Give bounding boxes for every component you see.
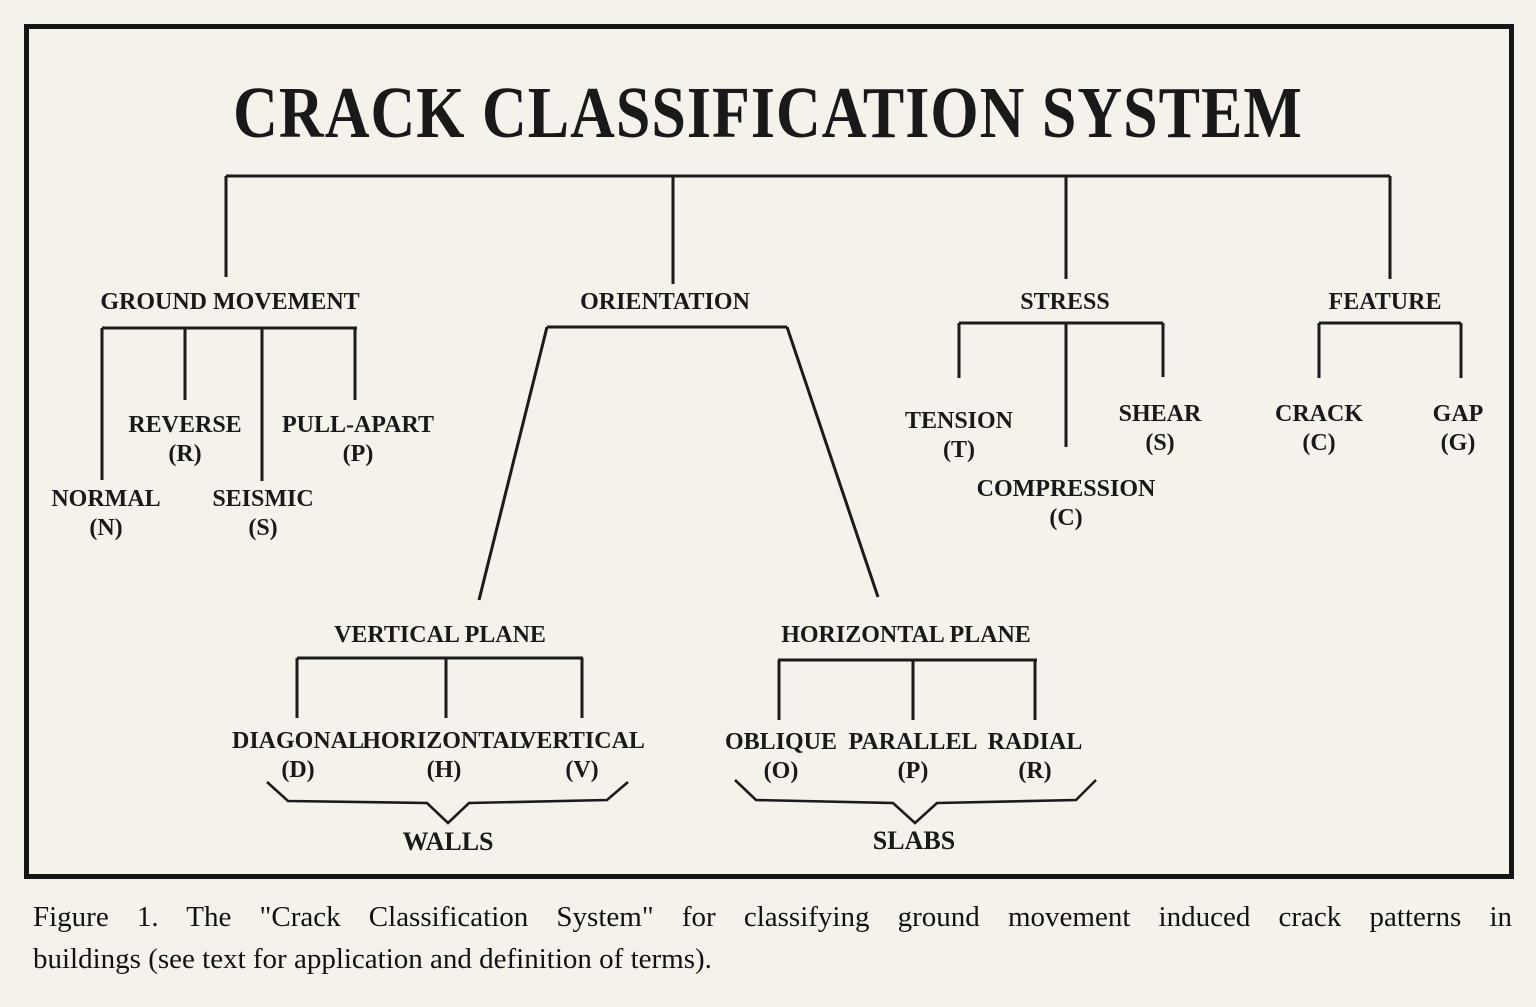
group-label-walls: WALLS (402, 827, 494, 856)
node-code: (S) (248, 515, 278, 541)
node-code: (G) (1440, 430, 1476, 456)
node-label: REVERSE (128, 412, 242, 438)
node-label: RADIAL (987, 729, 1083, 755)
node-code: (R) (1018, 758, 1052, 784)
plane-label-horizontal: HORIZONTAL PLANE (781, 622, 1031, 648)
node-label: GAP (1432, 401, 1484, 427)
node-code: (H) (426, 757, 462, 783)
node-horizontal: HORIZONTAL (H) (362, 728, 526, 784)
node-gap: GAP (G) (1433, 401, 1484, 457)
group-label-slabs: SLABS (872, 826, 956, 855)
node-label: DIAGONAL (231, 728, 365, 754)
node-label: VERTICAL (519, 728, 645, 754)
node-reverse: REVERSE (R) (128, 412, 241, 468)
node-label: HORIZONTAL (362, 728, 526, 754)
node-label: SEISMIC (212, 486, 314, 512)
figure-title: CRACK CLASSIFICATION SYSTEM (233, 73, 1303, 154)
node-code: (V) (565, 757, 599, 783)
caption-line-1: Figure 1. The "Crack Classification Syst… (33, 901, 1512, 933)
node-code: (P) (897, 758, 929, 784)
node-code: (D) (281, 757, 315, 783)
figure-caption: Figure 1. The "Crack Classification Syst… (33, 896, 1512, 980)
node-label: SHEAR (1118, 401, 1202, 427)
node-code: (C) (1049, 505, 1083, 531)
node-code: (O) (763, 758, 799, 784)
node-label: COMPRESSION (976, 476, 1156, 502)
figure-border (24, 24, 1514, 879)
caption-line-2: buildings (see text for application and … (33, 943, 712, 975)
node-crack: CRACK (C) (1275, 401, 1363, 457)
node-code: (N) (89, 515, 123, 541)
node-label: OBLIQUE (724, 729, 838, 755)
node-diagonal: DIAGONAL (D) (232, 728, 364, 784)
node-code: (R) (168, 441, 202, 467)
node-code: (S) (1145, 430, 1175, 456)
node-tension: TENSION (T) (905, 408, 1013, 464)
node-label: TENSION (904, 408, 1014, 434)
node-parallel: PARALLEL (P) (849, 729, 978, 785)
node-label: CRACK (1275, 401, 1363, 427)
node-oblique: OBLIQUE (O) (725, 729, 837, 785)
branch-label-stress: STRESS (1020, 289, 1110, 315)
node-pull-apart: PULL-APART (P) (282, 412, 434, 468)
branch-label-ground-movement: GROUND MOVEMENT (100, 289, 360, 315)
node-label: PARALLEL (848, 729, 978, 755)
node-label: PULL-APART (281, 412, 435, 438)
node-seismic: SEISMIC (S) (212, 486, 313, 542)
node-label: NORMAL (51, 486, 161, 512)
node-code: (P) (342, 441, 374, 467)
node-code: (C) (1302, 430, 1336, 456)
node-compression: COMPRESSION (C) (977, 476, 1156, 532)
branch-label-feature: FEATURE (1328, 289, 1442, 315)
node-code: (T) (942, 437, 975, 463)
branch-label-orientation: ORIENTATION (580, 289, 750, 315)
plane-label-vertical: VERTICAL PLANE (334, 622, 546, 648)
node-normal: NORMAL (N) (51, 486, 160, 542)
node-shear: SHEAR (S) (1119, 401, 1202, 457)
node-vertical: VERTICAL (V) (519, 728, 645, 784)
node-radial: RADIAL (R) (988, 729, 1083, 785)
